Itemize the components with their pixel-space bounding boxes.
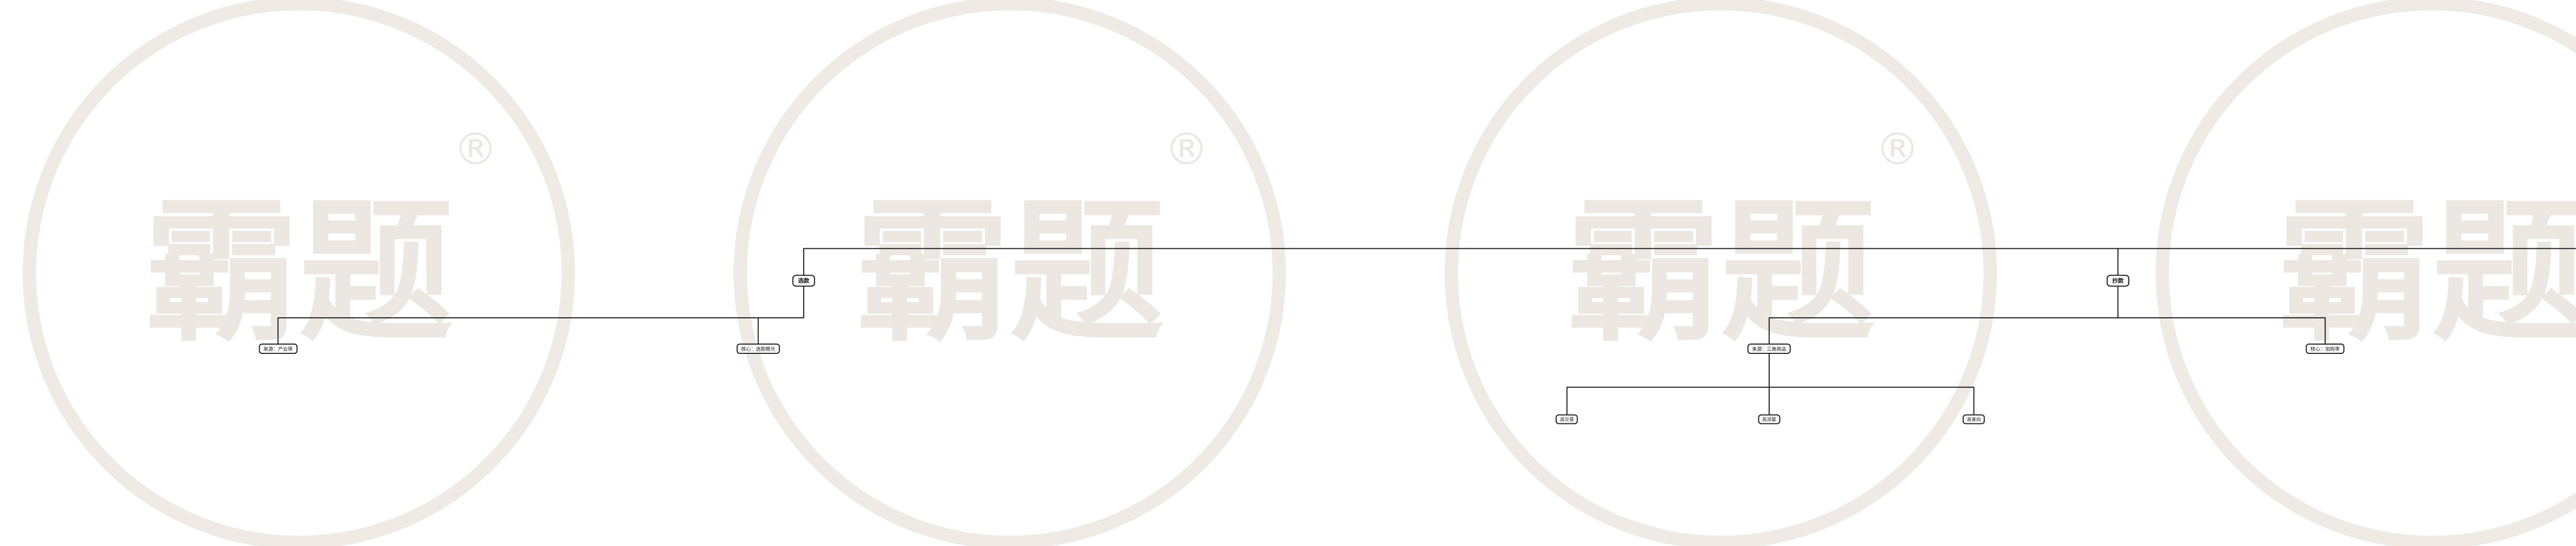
tree-node-level3[interactable]: 选款: [792, 275, 815, 287]
tree-node-label: 核心：选款眼光: [741, 346, 775, 352]
tree-node-label: 高交易: [1560, 417, 1574, 423]
tree-node-label: 核心：加购率: [2310, 346, 2340, 352]
tree-node-level5[interactable]: 高交易: [1555, 414, 1578, 424]
tree-connector: [803, 248, 2576, 276]
tree-connector: [1566, 353, 1975, 415]
tree-node-label: 抄款: [2112, 277, 2124, 284]
tree-connector: [277, 286, 804, 344]
tree-node-label: 来源：产业带: [263, 346, 293, 352]
tree-node-level4[interactable]: 核心：选款眼光: [736, 343, 780, 354]
tree-node-level4[interactable]: 来源：三高商品: [1747, 343, 1791, 354]
tree-node-label: 高意向: [1967, 417, 1981, 423]
tree-node-level4[interactable]: 来源：产业带: [259, 343, 298, 354]
tree-node-label: 高流量: [1762, 417, 1776, 423]
tree-connector: [1768, 286, 2326, 344]
tree-node-label: 选款: [798, 277, 809, 284]
tree-node-level5[interactable]: 高意向: [1962, 414, 1985, 424]
tree-node-label: 来源：三高商品: [1752, 346, 1787, 352]
tree-node-level3[interactable]: 抄款: [2106, 275, 2129, 287]
tree-node-level5[interactable]: 高流量: [1758, 414, 1781, 424]
tree-node-level4[interactable]: 核心：加购率: [2306, 343, 2345, 354]
